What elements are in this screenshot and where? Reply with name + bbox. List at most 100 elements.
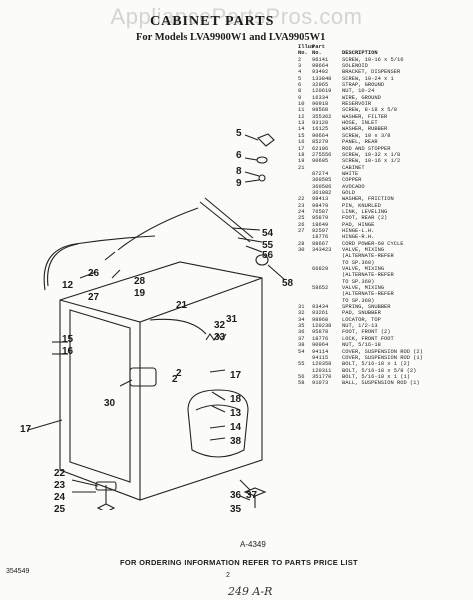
description-cell: AVOCADO	[342, 183, 365, 190]
cabinet-body	[59, 261, 263, 501]
rear-foot	[96, 503, 116, 510]
part-number-cell: 58652	[312, 285, 329, 292]
dispenser-nut	[258, 174, 266, 182]
parts-row: (ALTERNATE-REFER	[298, 272, 470, 278]
part-number-cell: 92597	[312, 227, 329, 234]
description-cell: PANEL, REAR	[342, 139, 378, 146]
description-cell: COVER, SUSPENSION ROD (2)	[342, 348, 423, 355]
part-number-cell: 91073	[312, 380, 329, 387]
illus-cell: 54	[298, 348, 305, 355]
illus-cell: 31	[298, 304, 305, 311]
description-cell: WASHER, FILTER	[342, 113, 388, 120]
description-cell: TO SP.360)	[342, 259, 375, 266]
illus-cell: 23	[298, 202, 305, 209]
power-cord	[117, 207, 199, 251]
description-cell: CORD POWER-60 CYCLE	[342, 240, 404, 247]
suspension-ball	[255, 254, 269, 266]
description-cell: VALVE, MIXING	[342, 247, 385, 253]
illus-cell: 34	[298, 316, 305, 323]
parts-row: 30 343423 VALVE, MIXING	[298, 247, 470, 253]
part-number-cell: 96141	[312, 56, 329, 63]
description-cell: GOLD	[342, 189, 355, 196]
part-number-cell: 94114	[312, 348, 329, 355]
page-subtitle: For Models LVA9900W1 and LVA9905W1	[136, 32, 326, 43]
part-number-cell: 16125	[312, 126, 329, 133]
description-cell: WASHER, FRICTION	[342, 196, 394, 203]
illus-cell: 30	[298, 247, 305, 253]
part-number-cell: 351770	[312, 373, 332, 380]
part-number-cell: 343423	[312, 247, 332, 253]
description-cell: NUT, 5/16-18	[342, 342, 381, 349]
description-cell: ROD AND STOPPER	[342, 145, 391, 152]
part-number-cell: 355362	[312, 113, 332, 120]
part-number-cell: 98568	[312, 107, 329, 114]
mixing-valve	[129, 367, 157, 387]
illus-cell: 28	[298, 240, 305, 247]
part-number-cell: 85279	[312, 139, 329, 146]
part-number-cell: 360506	[312, 183, 332, 190]
description-cell: SCREW, 8-18 x 5/8	[342, 107, 397, 114]
part-number-cell: 32965	[312, 82, 329, 89]
illus-cell: 10	[298, 101, 305, 108]
illus-cell: 16	[298, 139, 305, 146]
part-number-cell: 90918	[312, 101, 329, 108]
illus-cell: 22	[298, 196, 305, 203]
page-number: 2	[226, 572, 230, 579]
description-cell: HINGE-R.H.	[342, 234, 375, 241]
description-cell: BRACKET, DISPENSER	[342, 69, 401, 76]
description-cell: LOCATOR, TOP	[342, 316, 381, 323]
description-cell: SCREW, 10-24 x 1	[342, 75, 394, 82]
description-cell: WIRE, GROUND	[342, 94, 381, 101]
parts-row: (ALTERNATE-REFER	[298, 291, 470, 297]
parts-row: 22 98413 WASHER, FRICTION	[298, 196, 470, 202]
parts-row: (ALTERNATE-REFER	[298, 253, 470, 259]
part-number-cell: 361082	[312, 189, 332, 196]
part-number-cell: 18776	[312, 335, 329, 342]
illus-cell: 15	[298, 132, 305, 139]
description-cell: BALL, SUSPENSION ROD (1)	[342, 380, 420, 387]
illus-cell: 24	[298, 208, 305, 215]
description-cell: COPPER	[342, 177, 362, 184]
watermark: AppliancePartsPros.com	[110, 4, 363, 29]
illus-cell: 35	[298, 323, 305, 330]
description-cell: (ALTERNATE-REFER	[342, 291, 394, 298]
description-cell: NUT, 10-24	[342, 88, 375, 95]
front-foot	[243, 487, 267, 497]
part-number-cell: 93492	[312, 69, 329, 76]
description-cell: LINK, LEVELING	[342, 208, 388, 215]
handwritten-note: 249 A-R	[228, 585, 273, 598]
parts-row: 12 355362 WASHER, FILTER	[298, 114, 470, 120]
description-cell: VALVE, MIXING	[342, 285, 385, 292]
illus-cell: 55	[298, 361, 305, 368]
part-number-cell: 93434	[312, 304, 329, 311]
part-number-cell: 120619	[312, 88, 332, 95]
illus-cell: 38	[298, 342, 305, 349]
part-number-cell: 98960	[312, 316, 329, 323]
illus-cell: 21	[298, 164, 305, 171]
parts-row: 10 90918 RESERVOIR	[298, 101, 470, 107]
description-cell: RESERVOIR	[342, 101, 372, 108]
part-number-cell: 93261	[312, 310, 329, 317]
description-cell: WASHER, RUBBER	[342, 126, 388, 133]
illus-cell: 12	[298, 113, 305, 120]
illus-cell: 9	[298, 94, 302, 101]
part-number-cell: 98413	[312, 196, 329, 203]
